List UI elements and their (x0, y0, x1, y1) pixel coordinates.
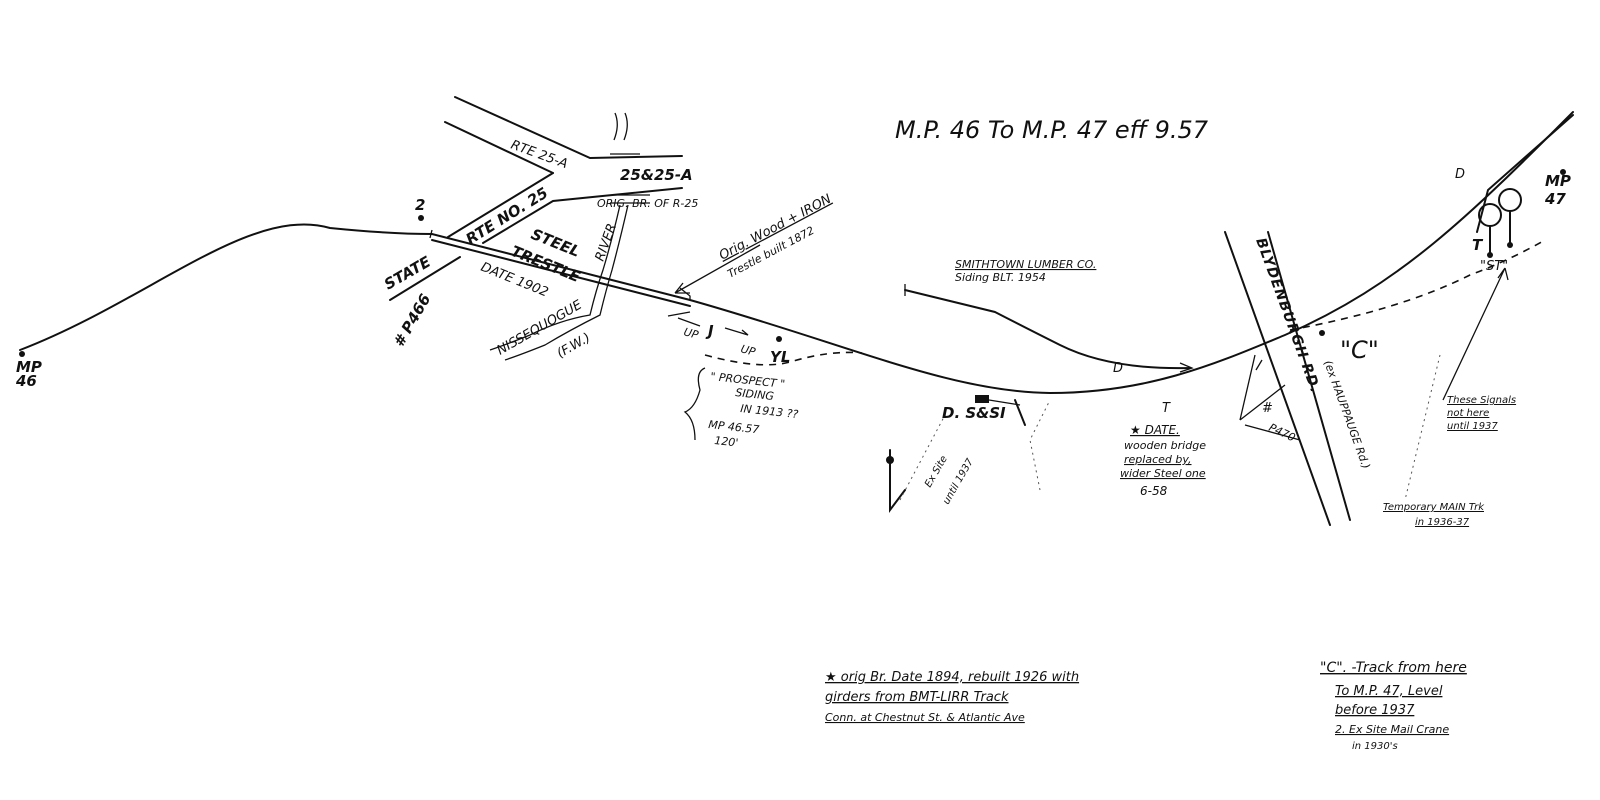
star-note-line: ★ orig Br. Date 1894, rebuilt 1926 with (825, 670, 1079, 685)
d-track-top (1476, 114, 1574, 233)
signal-masts-top (1489, 210, 1511, 256)
date-note-line: 6-58 (1140, 484, 1168, 498)
signal-2-label: 2 (415, 196, 425, 214)
diagram-title: M.P. 46 To M.P. 47 eff 9.57 (895, 116, 1209, 144)
prospect-siding (704, 351, 863, 366)
yl-label: YL (770, 348, 790, 366)
siding-label: SIDING (735, 386, 775, 403)
blydenburgh-road (1224, 231, 1351, 526)
signal-mast-left (889, 449, 906, 513)
fw-label: (F.W.) (555, 330, 594, 361)
prospect-brace (683, 367, 706, 441)
main-track (19, 111, 1574, 395)
j-label: J (705, 322, 714, 340)
mp47-label: MP (1545, 172, 1571, 190)
up-label: UP (682, 325, 700, 341)
signal-box (975, 395, 989, 403)
orig-bridge-label: ORIG. BR. OF R-25 (597, 197, 698, 210)
smithtown-lumber-label: SMITHTOWN LUMBER CO. (955, 258, 1096, 271)
signal-wire (988, 399, 1021, 406)
c-dot (1319, 330, 1325, 336)
date-note-title: ★ DATE. (1130, 423, 1180, 437)
mp47-number: 47 (1544, 190, 1566, 208)
temp-main-leader (1404, 354, 1441, 501)
mp46-label: MP (16, 358, 42, 376)
date-note-line: wider Steel one (1120, 467, 1206, 480)
dssi-label: D. S&SI (942, 404, 1006, 422)
c-note-line: To M.P. 47, Level (1335, 684, 1443, 699)
up-label-2: UP (739, 342, 757, 358)
ex-hauppauge-label: (ex HAUPPAUGE Rd.) (1321, 359, 1372, 471)
signal-lamp (1507, 242, 1513, 248)
in-1913-label: IN 1913 ?? (740, 402, 799, 421)
signals-note-line: until 1937 (1447, 421, 1498, 432)
mp46-number: 46 (15, 372, 37, 390)
t-top-label: T (1472, 236, 1484, 254)
c-marker: "C" (1340, 336, 1379, 364)
mp46-dot (19, 351, 25, 357)
mp4657-label: MP 46.57 (708, 418, 760, 436)
state-label: STATE (381, 252, 434, 293)
star-note-line: girders from BMT-LIRR Track (825, 690, 1009, 705)
p470-leader (1239, 354, 1301, 441)
c-note-line: 2. Ex Site Mail Crane (1335, 723, 1449, 736)
p470-label: P470 (1267, 421, 1298, 444)
blydenburgh-rd-label: BLYDENBURGH RD. (1252, 236, 1323, 396)
ex-site-label: Ex Site (923, 454, 950, 489)
d-top-label: D (1455, 167, 1465, 182)
temp-main-line: Temporary MAIN Trk (1383, 502, 1485, 513)
temp-main-line: in 1936-37 (1415, 517, 1470, 528)
star-note-line: Conn. at Chestnut St. & Atlantic Ave (825, 711, 1025, 724)
yl-signal-dot (776, 336, 782, 342)
smithtown-lumber-siding (904, 289, 1191, 370)
st-label: "ST" (1480, 259, 1508, 274)
rte-25-25a-label: 25&25-A (620, 166, 693, 184)
nissequogue-river (489, 204, 629, 361)
signal-target-2-icon (1498, 188, 1522, 212)
date-note-line: replaced by, (1124, 453, 1192, 466)
rte-25-road (389, 172, 683, 301)
p470-hash: # (1262, 401, 1273, 416)
ex-site-leader (899, 399, 1051, 501)
signals-note-line: These Signals (1447, 395, 1516, 406)
siding-built-label: Siding BLT. 1954 (955, 271, 1046, 284)
c-note-line: in 1930's (1352, 741, 1398, 752)
temporary-main-track (1289, 239, 1546, 331)
signal-lamp (1487, 252, 1493, 258)
signals-note-leader (1442, 267, 1509, 401)
signal-mast-right (1014, 399, 1026, 426)
mp47-dot (1560, 169, 1566, 175)
up-arrow (677, 317, 749, 336)
date-note-line: wooden bridge (1124, 439, 1206, 452)
c-note-line: before 1937 (1335, 703, 1415, 718)
trestle-leader-arrow (674, 244, 761, 294)
120-label: 120' (714, 434, 739, 449)
siding-end-bumper (904, 284, 1194, 373)
rte-25a-road (444, 96, 683, 174)
d-siding-label: D (1113, 361, 1123, 376)
signal-2-dot (418, 215, 424, 221)
c-note-line: "C". -Track from here (1320, 660, 1467, 676)
steel-trestle (431, 239, 691, 307)
signals-note-line: not here (1447, 408, 1489, 419)
p466-label: # P466 (390, 291, 435, 350)
trestle-end-mark (429, 229, 691, 317)
signal-head-icon (886, 456, 894, 464)
t-label: T (1162, 401, 1171, 416)
bridge-marks (610, 112, 650, 204)
